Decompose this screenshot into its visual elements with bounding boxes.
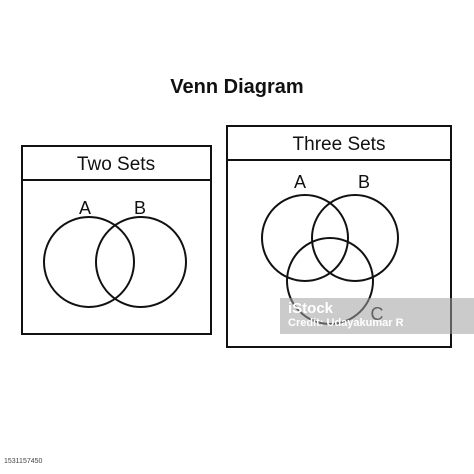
stock-id: 1531157450 [4, 458, 43, 465]
two-sets-panel: Two Sets A B [21, 145, 212, 335]
watermark-band: iStock Credit: Udayakumar R [280, 298, 474, 334]
two-sets-circle-a [43, 216, 135, 308]
three-sets-circle-a [261, 194, 349, 282]
diagram-title: Venn Diagram [170, 76, 304, 98]
two-sets-frame [21, 145, 212, 335]
three-sets-frame [226, 125, 452, 348]
three-sets-panel: Three Sets A B C [226, 125, 452, 348]
three-sets-title: Three Sets [293, 134, 386, 155]
three-sets-label-a: A [294, 172, 306, 192]
two-sets-label-b: B [134, 198, 146, 218]
two-sets-label-a: A [79, 198, 91, 218]
three-sets-label-b: B [358, 172, 370, 192]
watermark-credit: Credit: Udayakumar R [288, 317, 404, 329]
watermark-brand: iStock [288, 300, 334, 317]
two-sets-circle-b [95, 216, 187, 308]
three-sets-circle-b [311, 194, 399, 282]
two-sets-title: Two Sets [77, 154, 155, 175]
